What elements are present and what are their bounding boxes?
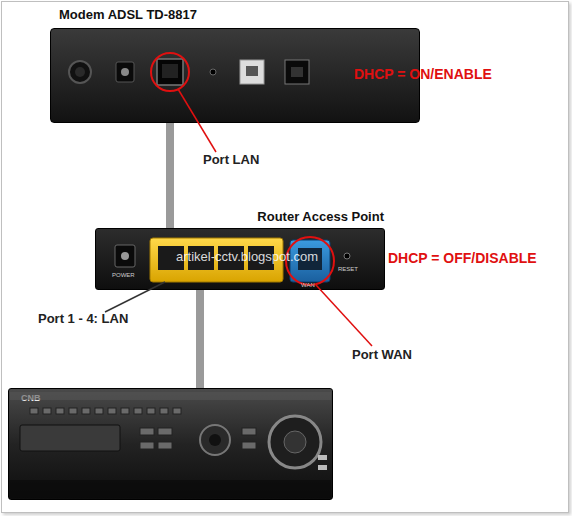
port-label: Port WAN bbox=[352, 347, 412, 362]
leader-line bbox=[105, 282, 165, 312]
watermark: artikel-cctv.blogspot.com bbox=[176, 249, 318, 264]
device-heading: Modem ADSL TD-8817 bbox=[59, 7, 197, 22]
network-cable bbox=[166, 123, 174, 228]
leader-line bbox=[178, 89, 216, 152]
port-label: Port 1 - 4: LAN bbox=[38, 311, 128, 326]
port-marking: WAN bbox=[301, 282, 315, 288]
dhcp-note: DHCP = OFF/DISABLE bbox=[388, 250, 537, 266]
dvr-device: CNB bbox=[8, 388, 333, 500]
brand-logo: CNB bbox=[21, 393, 41, 403]
port-marking: RESET bbox=[338, 266, 358, 272]
dvr-front-panel bbox=[10, 392, 331, 498]
dhcp-note: DHCP = ON/ENABLE bbox=[354, 66, 492, 82]
device-heading: Router Access Point bbox=[257, 209, 384, 224]
network-cable bbox=[196, 290, 204, 388]
port-label: Port LAN bbox=[203, 152, 259, 167]
leader-line bbox=[316, 285, 372, 346]
modem-ports bbox=[69, 59, 309, 85]
router-ports bbox=[115, 238, 350, 282]
port-marking: POWER bbox=[112, 272, 135, 278]
highlight-circle bbox=[151, 53, 189, 91]
